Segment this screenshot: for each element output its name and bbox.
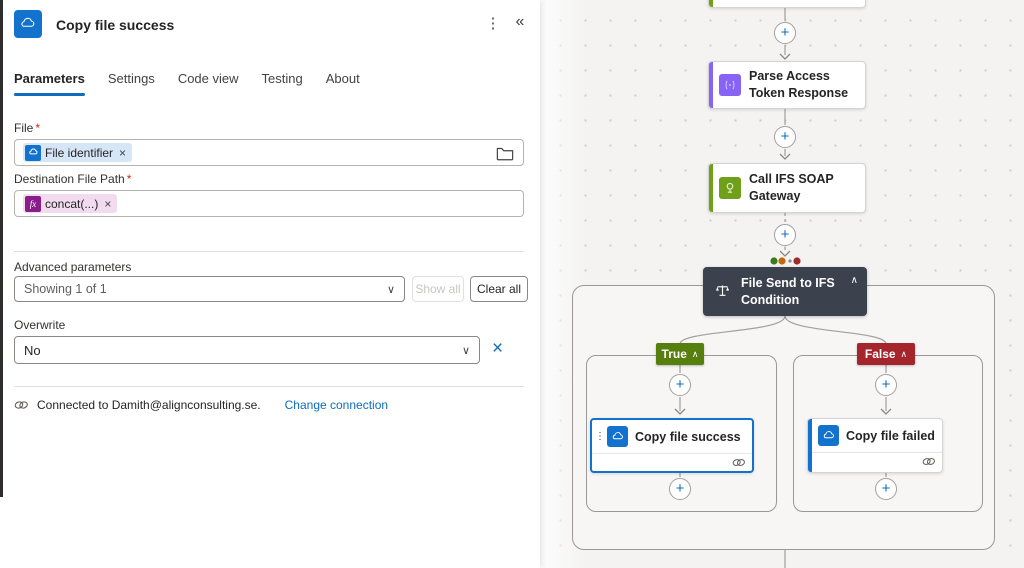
node-stripe [709, 164, 713, 212]
file-field-label: File* [14, 121, 41, 135]
tab-testing[interactable]: Testing [261, 71, 303, 86]
insert-step-button[interactable]: + [774, 224, 796, 246]
insert-step-button[interactable]: + [774, 22, 796, 44]
collapse-chevron-icon: ∧ [900, 348, 908, 359]
collapse-panel-icon[interactable]: « [515, 13, 525, 30]
destination-field-label: Destination File Path* [14, 172, 132, 186]
action-config-panel: Copy file success ⋮ « Parameters Setting… [14, 10, 528, 412]
onedrive-icon [25, 144, 41, 161]
required-asterisk: * [126, 172, 132, 186]
dropdown-value: Showing 1 of 1 [24, 282, 107, 296]
insert-step-button[interactable]: + [669, 478, 691, 500]
overwrite-dropdown[interactable]: No ∨ [14, 336, 480, 364]
run-status-dots [770, 257, 801, 265]
node-title: Parse Access Token Response [749, 69, 849, 100]
chevron-down-icon: ∨ [461, 344, 470, 357]
onedrive-icon [818, 425, 839, 446]
connection-text: Connected to Damith@alignconsulting.se. [37, 398, 261, 412]
expression-token-chip[interactable]: fx concat(...) × [23, 194, 118, 213]
advanced-parameters-label: Advanced parameters [14, 260, 132, 274]
node-parse-access-token[interactable]: Parse Access Token Response [708, 61, 866, 109]
flow-canvas[interactable]: + + + + + + + Parse Access Token Respons… [540, 0, 1024, 568]
tab-code-view[interactable]: Code view [177, 71, 239, 86]
change-connection-link[interactable]: Change connection [284, 398, 389, 412]
token-label: concat(...) [45, 196, 99, 211]
clear-overwrite-icon[interactable]: × [492, 338, 504, 359]
insert-step-button[interactable]: + [875, 374, 897, 396]
panel-title: Copy file success [56, 17, 175, 33]
required-asterisk: * [35, 121, 41, 135]
destination-input[interactable]: fx concat(...) × [14, 190, 524, 217]
connection-icon [14, 401, 28, 409]
node-copy-file-success[interactable]: ⋮ Copy file success [590, 418, 754, 473]
overwrite-label: Overwrite [14, 318, 66, 332]
parse-json-icon [719, 74, 741, 96]
node-call-ifs-soap-gateway[interactable]: Call IFS SOAP Gateway [708, 163, 866, 213]
insert-step-button[interactable]: + [875, 478, 897, 500]
node-title: Call IFS SOAP Gateway [749, 172, 834, 203]
show-all-button[interactable]: Show all [412, 276, 464, 302]
connector-lines [674, 8, 892, 568]
clear-all-button[interactable]: Clear all [470, 276, 528, 302]
drag-handle-icon[interactable]: ⋮ [595, 431, 605, 442]
advanced-parameters-dropdown[interactable]: Showing 1 of 1 ∨ [14, 276, 405, 302]
node-footer [592, 453, 752, 471]
tab-about[interactable]: About [325, 71, 360, 86]
more-options-icon[interactable]: ⋮ [485, 15, 501, 32]
panel-tabs: Parameters Settings Code view Testing Ab… [14, 71, 360, 96]
chevron-down-icon: ∨ [386, 283, 395, 296]
node-title: Copy file success [635, 429, 741, 444]
fx-expression-icon: fx [25, 195, 41, 212]
tab-settings[interactable]: Settings [107, 71, 155, 86]
insert-step-button[interactable]: + [774, 126, 796, 148]
token-label: File identifier [45, 145, 114, 160]
webhook-icon [719, 177, 741, 199]
connection-icon [732, 459, 745, 466]
section-divider [14, 386, 524, 387]
dropdown-value: No [24, 342, 41, 358]
file-token-chip[interactable]: File identifier × [23, 143, 133, 162]
section-divider [14, 251, 524, 252]
window-left-edge [0, 0, 3, 497]
node-footer [808, 452, 942, 470]
file-input[interactable]: File identifier × [14, 139, 524, 166]
tab-parameters[interactable]: Parameters [14, 71, 85, 96]
node-stripe [808, 419, 812, 472]
remove-token-icon[interactable]: × [104, 196, 112, 211]
condition-icon [711, 281, 733, 303]
node-title: Copy file failed [846, 428, 935, 443]
node-condition[interactable]: File Send to IFS Condition ∧ [703, 267, 867, 316]
node-stripe [709, 62, 713, 108]
badge-label: True [661, 347, 687, 361]
partial-node[interactable] [708, 0, 866, 8]
false-branch-badge[interactable]: False ∧ [857, 343, 915, 365]
badge-label: False [864, 347, 896, 361]
collapse-chevron-icon: ∧ [691, 348, 699, 359]
node-title: File Send to IFS Condition [741, 275, 835, 307]
true-branch-badge[interactable]: True ∧ [656, 343, 704, 365]
insert-step-button[interactable]: + [669, 374, 691, 396]
node-copy-file-failed[interactable]: Copy file failed [807, 418, 943, 473]
collapse-chevron-icon[interactable]: ∧ [850, 275, 858, 286]
onedrive-icon [14, 10, 42, 38]
folder-picker-icon[interactable] [496, 145, 514, 161]
connection-icon [922, 458, 935, 465]
connection-row: Connected to Damith@alignconsulting.se. … [14, 398, 388, 412]
onedrive-icon [607, 426, 628, 447]
remove-token-icon[interactable]: × [119, 145, 127, 160]
